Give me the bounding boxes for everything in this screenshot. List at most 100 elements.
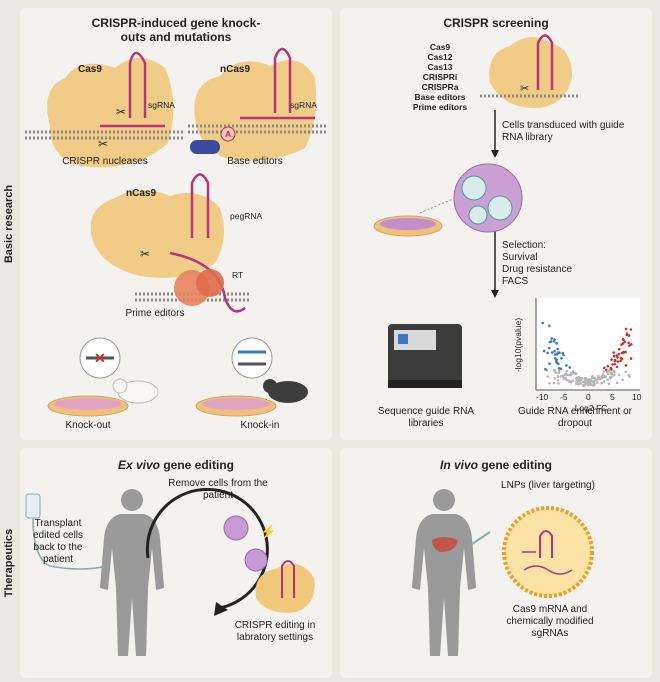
volcano-point (565, 370, 568, 373)
volcano-point (607, 382, 611, 386)
volcano-point (617, 352, 621, 356)
volcano-point (619, 356, 623, 360)
panel-d-title-italic: In vivo (439, 458, 478, 472)
volcano-point (625, 333, 629, 337)
volcano-point (602, 380, 606, 383)
patient-body-invivo (412, 489, 491, 656)
volcano-xlabel: Log2 FC (574, 403, 608, 413)
volcano-point (603, 366, 606, 370)
volcano-point (612, 374, 615, 377)
svg-text:✂: ✂ (98, 137, 108, 151)
volcano-point (613, 370, 616, 374)
volcano-point (574, 382, 578, 386)
volcano-point (629, 357, 633, 360)
selection-block: Selection: Survival Drug resistance FACS (502, 240, 627, 288)
patient-body-exvivo (100, 489, 164, 656)
volcano-point (610, 372, 614, 376)
volcano-point (627, 373, 630, 377)
volcano-point (621, 338, 625, 341)
flow-arrows (491, 110, 499, 298)
volcano-point (606, 378, 609, 382)
volcano-xtick-4: 10 (632, 392, 642, 402)
volcano-point (596, 381, 599, 385)
volcano-point (621, 378, 625, 382)
panel-b-title: CRISPR screening (443, 16, 549, 30)
svg-text:✕: ✕ (94, 350, 106, 366)
volcano-point (584, 379, 587, 383)
svg-text:✂: ✂ (116, 105, 126, 119)
volcano-point (565, 364, 568, 367)
volcano-point (546, 375, 549, 378)
volcano-point (602, 370, 606, 373)
volcano-point (616, 360, 620, 363)
remove-cells-label: Remove cells from the patient (168, 478, 268, 501)
cells-graphic: ⚡ (223, 515, 276, 572)
volcano-point (564, 376, 567, 380)
panel-a-illustration: ✂ ✂ ✂ ✕ (25, 47, 328, 417)
volcano-point (542, 349, 546, 353)
panel-d-title: In vivo gene editing (340, 458, 652, 472)
volcano-point (606, 372, 610, 376)
volcano-point (553, 357, 557, 360)
volcano-point (576, 376, 579, 380)
volcano-point (550, 351, 554, 354)
lnp-graphic (502, 506, 594, 598)
prime-editors-label: Prime editors (125, 308, 185, 319)
volcano-point (569, 371, 573, 375)
volcano-point (555, 342, 558, 345)
lab-crispr-graphic (255, 560, 315, 613)
volcano-point (550, 337, 553, 340)
panel-crispr-screening: CRISPR screening ✂ (340, 8, 652, 440)
svg-text:✂: ✂ (520, 83, 529, 95)
volcano-point (586, 383, 590, 387)
transplant-label: Transplant edited cells back to the pati… (32, 518, 84, 565)
volcano-point (558, 351, 561, 355)
volcano-point (568, 380, 571, 384)
volcano-point (590, 379, 593, 383)
volcano-point (562, 353, 565, 357)
selection-item-1: Drug resistance (502, 264, 573, 275)
panel-c-title-rest: gene editing (160, 458, 235, 472)
volcano-point (591, 376, 594, 379)
volcano-point (556, 375, 560, 379)
svg-text:✂: ✂ (140, 247, 150, 261)
volcano-point (574, 372, 578, 376)
lnps-label: LNPs (liver targeting) (501, 480, 595, 491)
panel-ex-vivo: Ex vivo gene editing ⚡ Remove cells from… (20, 448, 332, 678)
panel-d-title-rest: gene editing (478, 458, 553, 472)
enzyme-1: Cas12 (427, 52, 453, 62)
volcano-point (582, 380, 585, 384)
volcano-point (541, 321, 544, 325)
volcano-xtick-2: 0 (586, 392, 591, 402)
sgrna-label-1: sgRNA (148, 100, 175, 110)
enzyme-2: Cas13 (427, 62, 453, 72)
volcano-point (566, 373, 570, 377)
crispr-nucleases-label: CRISPR nucleases (62, 156, 148, 167)
volcano-point (577, 383, 580, 386)
volcano-point (588, 382, 592, 385)
volcano-point (568, 366, 572, 369)
volcano-point (604, 375, 607, 378)
volcano-point (623, 340, 626, 344)
volcano-point (553, 353, 557, 356)
volcano-point (556, 347, 559, 351)
volcano-point (628, 344, 631, 347)
ncas9-label-1: nCas9 (220, 64, 251, 75)
side-label-therapeutics-text: Therapeutics (3, 528, 15, 598)
volcano-point (557, 382, 560, 385)
volcano-point (610, 358, 613, 361)
knockin-label: Knock-in (240, 420, 280, 431)
volcano-point (613, 358, 617, 362)
panel-d-illustration (412, 489, 594, 656)
volcano-point (619, 359, 622, 363)
panel-in-vivo: In vivo gene editing LNPs (liver targeti… (340, 448, 652, 678)
panel-c-title: Ex vivo gene editing (20, 458, 332, 472)
volcano-point (624, 370, 627, 374)
volcano-point (606, 364, 610, 368)
volcano-point (577, 379, 581, 382)
volcano-point (553, 349, 556, 353)
adenine-letter: A (225, 129, 232, 139)
sequence-label: Sequence guide RNA libraries (377, 406, 475, 429)
volcano-point (593, 376, 596, 380)
volcano-point (600, 375, 604, 379)
